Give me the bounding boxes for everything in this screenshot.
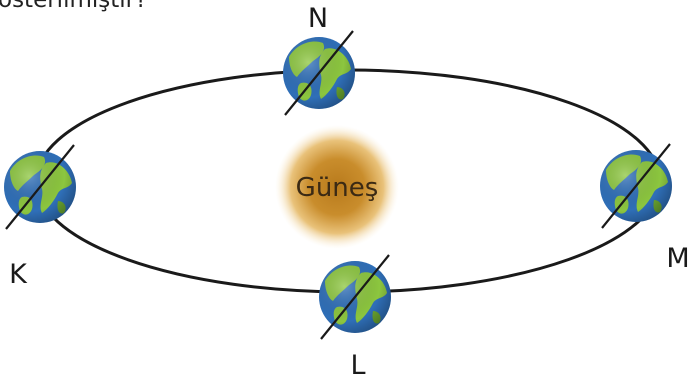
sun-label: Güneş <box>296 173 379 203</box>
earth-l <box>317 253 393 341</box>
position-label-k: K <box>9 259 28 290</box>
earth-k <box>2 143 78 231</box>
position-label-l: L <box>350 350 365 381</box>
position-label-n: N <box>308 3 328 34</box>
earth-n <box>281 29 357 117</box>
question-heading-fragment: österilmiştir? <box>0 0 148 13</box>
earth-m <box>598 142 674 230</box>
sun: Güneş <box>275 125 399 249</box>
position-label-m: M <box>666 243 689 274</box>
